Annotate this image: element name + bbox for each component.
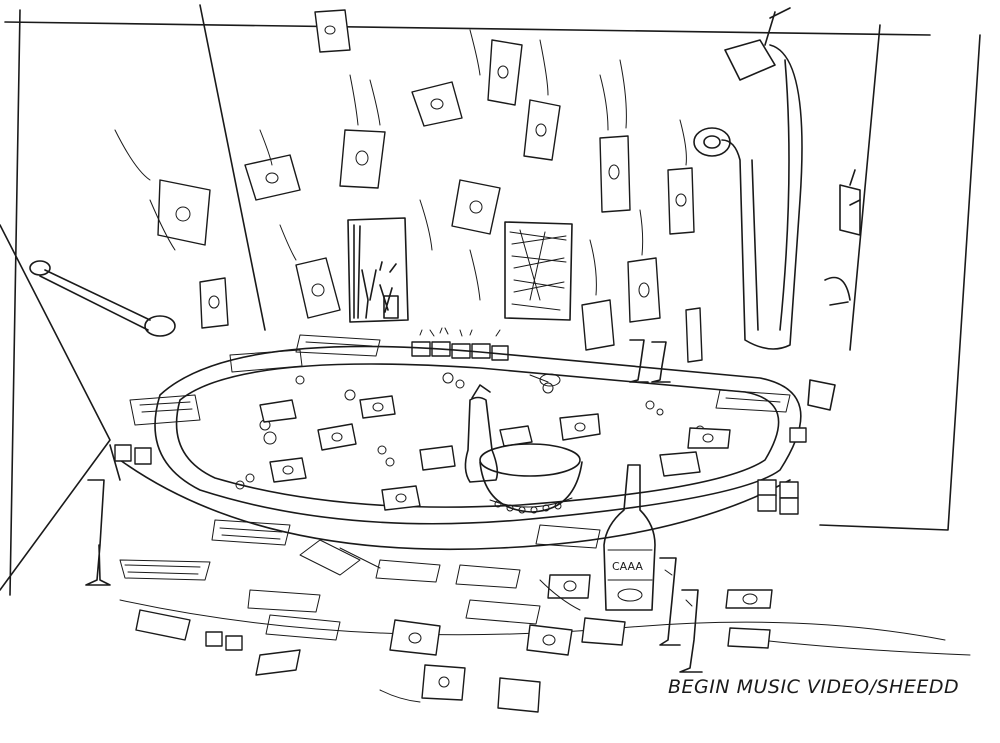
left-window [348, 218, 408, 322]
motion-streaks [115, 30, 686, 702]
bathtub [110, 346, 801, 549]
bottle-label: CAAA [612, 560, 643, 573]
cash-stacks [120, 335, 790, 640]
shower-fixture [694, 8, 860, 410]
shot-glasses-row [412, 328, 508, 360]
floor-shot-glasses [115, 428, 806, 650]
flying-bills [136, 10, 772, 712]
towel-bar [30, 261, 175, 336]
misc-items [430, 328, 560, 386]
right-window [505, 222, 572, 320]
room-walls [0, 5, 980, 655]
champagne-flutes [86, 340, 702, 672]
storyboard-caption: BEGIN MUSIC VIDEO/SHEEDD [668, 676, 960, 698]
champagne-bottle: CAAA [604, 465, 655, 610]
ice-bucket [465, 385, 582, 513]
